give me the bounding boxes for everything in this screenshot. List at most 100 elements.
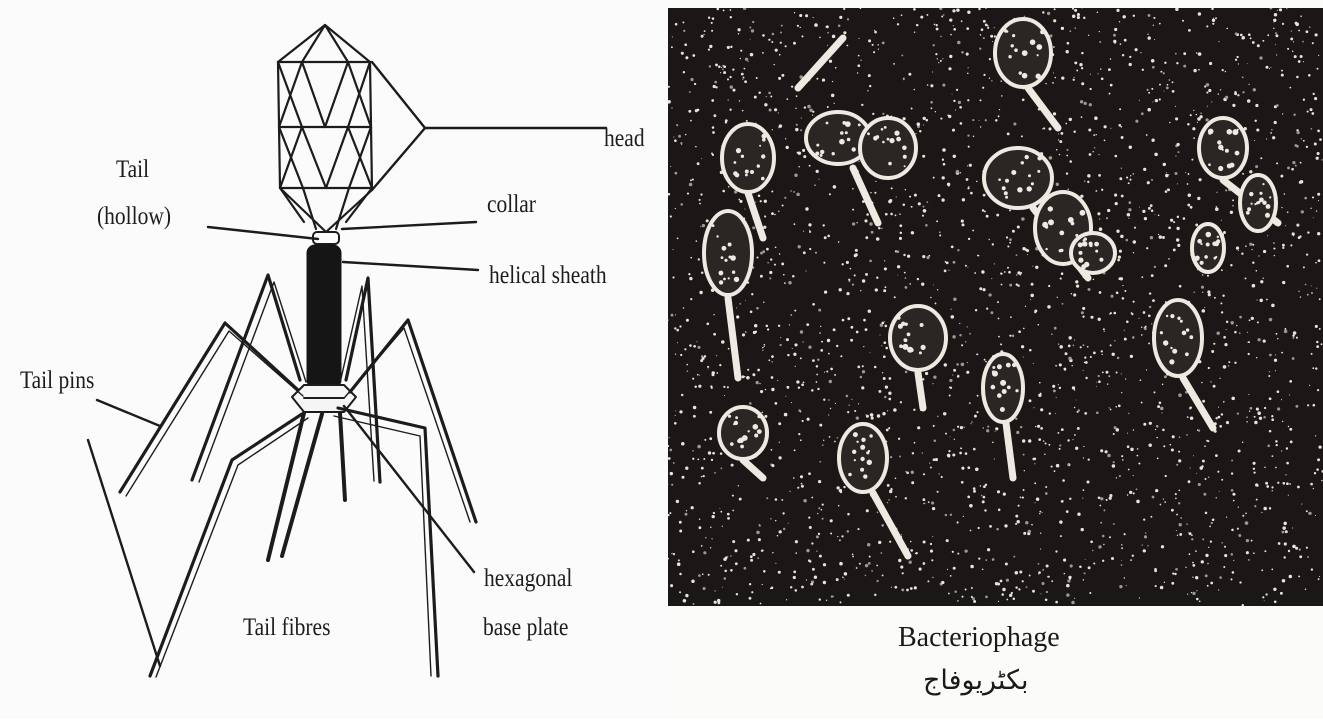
speck bbox=[672, 276, 674, 278]
speck bbox=[982, 569, 984, 571]
speck bbox=[834, 103, 835, 104]
speck bbox=[1289, 575, 1293, 579]
speck bbox=[1318, 259, 1321, 262]
speck bbox=[723, 386, 725, 388]
speck bbox=[856, 222, 857, 223]
speck bbox=[1066, 155, 1068, 157]
speck bbox=[1267, 444, 1270, 447]
speck bbox=[811, 542, 813, 544]
speck bbox=[1035, 266, 1038, 269]
speck bbox=[673, 249, 674, 250]
speck bbox=[1297, 486, 1300, 489]
background-specks bbox=[668, 8, 1323, 606]
speck bbox=[1179, 523, 1182, 526]
speck bbox=[1042, 569, 1044, 571]
speck bbox=[964, 549, 967, 552]
speck bbox=[1132, 336, 1135, 339]
speck bbox=[1287, 48, 1289, 50]
speck bbox=[1189, 553, 1191, 555]
speck bbox=[780, 337, 781, 338]
speck bbox=[706, 322, 709, 325]
speck bbox=[759, 525, 761, 527]
speck bbox=[1100, 68, 1101, 69]
speck bbox=[1145, 532, 1146, 533]
speck bbox=[798, 386, 800, 388]
speck bbox=[1037, 425, 1040, 428]
speck bbox=[1087, 288, 1090, 291]
speck bbox=[843, 486, 845, 488]
speck bbox=[1175, 117, 1178, 120]
speck bbox=[1015, 586, 1017, 588]
speck bbox=[1245, 277, 1247, 279]
speck bbox=[1059, 448, 1061, 450]
speck bbox=[1030, 294, 1034, 298]
phage-tail-mark bbox=[798, 38, 843, 88]
speck bbox=[1230, 321, 1234, 325]
speck bbox=[935, 458, 938, 461]
speck bbox=[1143, 549, 1146, 552]
speck bbox=[1000, 80, 1002, 82]
speck bbox=[965, 341, 966, 342]
speck bbox=[1124, 533, 1126, 535]
speck bbox=[697, 109, 700, 112]
speck bbox=[1232, 104, 1235, 107]
speck bbox=[970, 423, 971, 424]
speck bbox=[1022, 247, 1025, 250]
speck bbox=[1221, 413, 1223, 415]
speck bbox=[1168, 79, 1170, 81]
phage-head-mark bbox=[860, 118, 916, 178]
speck bbox=[1056, 149, 1058, 151]
speck bbox=[811, 389, 814, 392]
speck bbox=[713, 85, 716, 88]
speck bbox=[1201, 382, 1203, 384]
speck bbox=[1015, 515, 1018, 518]
speck bbox=[762, 584, 763, 585]
speck bbox=[1001, 95, 1003, 97]
speck bbox=[1191, 534, 1193, 536]
speck bbox=[817, 513, 818, 514]
speck bbox=[991, 312, 992, 313]
speck bbox=[1066, 172, 1068, 174]
speck bbox=[766, 96, 767, 97]
speck bbox=[869, 260, 872, 263]
speck bbox=[991, 80, 992, 81]
speck bbox=[952, 551, 954, 553]
speck bbox=[1027, 254, 1028, 255]
speck bbox=[767, 328, 769, 330]
speck bbox=[790, 586, 792, 588]
speck bbox=[1248, 394, 1249, 395]
speck bbox=[973, 490, 976, 493]
speck bbox=[991, 278, 992, 279]
speck bbox=[983, 194, 986, 197]
speck bbox=[1048, 127, 1051, 130]
speck bbox=[1119, 250, 1122, 253]
speck bbox=[818, 480, 821, 483]
speck bbox=[847, 531, 849, 533]
speck bbox=[1276, 444, 1278, 446]
speck bbox=[1224, 554, 1227, 557]
speck bbox=[1303, 140, 1305, 142]
speck bbox=[1263, 507, 1267, 511]
speck bbox=[1020, 426, 1022, 428]
speck bbox=[777, 380, 778, 381]
speck bbox=[1022, 98, 1025, 101]
speck bbox=[1127, 445, 1130, 448]
speck bbox=[780, 42, 782, 44]
speck bbox=[704, 355, 707, 358]
speck bbox=[1313, 217, 1314, 218]
speck bbox=[941, 581, 944, 584]
speck bbox=[931, 559, 933, 561]
speck bbox=[933, 284, 934, 285]
speck bbox=[844, 572, 847, 575]
speck bbox=[914, 31, 915, 32]
speck bbox=[901, 534, 903, 536]
speck bbox=[708, 49, 710, 51]
speck bbox=[801, 117, 802, 118]
speck bbox=[1248, 353, 1250, 355]
speck bbox=[1114, 28, 1117, 31]
speck bbox=[1139, 597, 1140, 598]
speck bbox=[865, 236, 868, 239]
speck bbox=[844, 578, 845, 579]
speck bbox=[1231, 529, 1234, 532]
speck bbox=[1151, 179, 1153, 181]
